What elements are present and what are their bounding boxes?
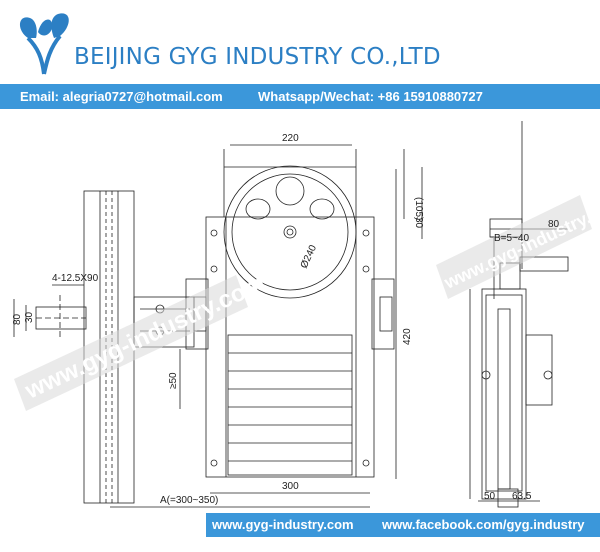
- dim-top-height: (105): [413, 197, 424, 220]
- dim-side-50: 50: [484, 491, 496, 502]
- phone-text[interactable]: Whatsapp/Wechat: +86 15910880727: [258, 89, 483, 104]
- dim-left-30: 30: [24, 311, 35, 323]
- dim-left-80: 80: [12, 313, 23, 325]
- contact-bar: Email: alegria0727@hotmail.com Whatsapp/…: [0, 84, 600, 109]
- email-text[interactable]: Email: alegria0727@hotmail.com: [20, 89, 223, 104]
- footer-band: [206, 513, 600, 537]
- dim-sheave-diameter: Ø240: [299, 243, 319, 270]
- technical-drawing: www.gyg-industry.com www.gyg-industry.co…: [12, 121, 600, 508]
- machine-frame: [205, 216, 375, 478]
- facebook-link[interactable]: www.facebook.com/gyg.industry: [382, 517, 585, 532]
- dim-side-b: B=5~40: [494, 233, 529, 244]
- dim-top-width: 220: [282, 133, 299, 144]
- website-link[interactable]: www.gyg-industry.com: [212, 517, 354, 532]
- dim-side-80: 80: [548, 219, 560, 230]
- company-logo: [19, 13, 69, 75]
- dim-overall-height: 420: [402, 328, 413, 345]
- dim-min-gap: ≥50: [168, 372, 179, 389]
- dim-hole-spec: 4-12.5X90: [52, 273, 99, 284]
- side-view-body: [481, 288, 527, 500]
- dim-a-range: A(=300~350): [160, 495, 218, 506]
- dim-sheave-offset: 30: [413, 217, 424, 229]
- watermark-left: www.gyg-industry.com: [20, 270, 269, 405]
- dim-bottom-width: 300: [282, 481, 299, 492]
- company-name: BEIJING GYG INDUSTRY CO.,LTD: [74, 44, 441, 70]
- dim-side-63-5: 63.5: [512, 491, 532, 502]
- header: BEIJING GYG INDUSTRY CO.,LTD: [0, 0, 600, 84]
- bottom-strip: [0, 537, 600, 552]
- traction-sheave: [223, 165, 357, 299]
